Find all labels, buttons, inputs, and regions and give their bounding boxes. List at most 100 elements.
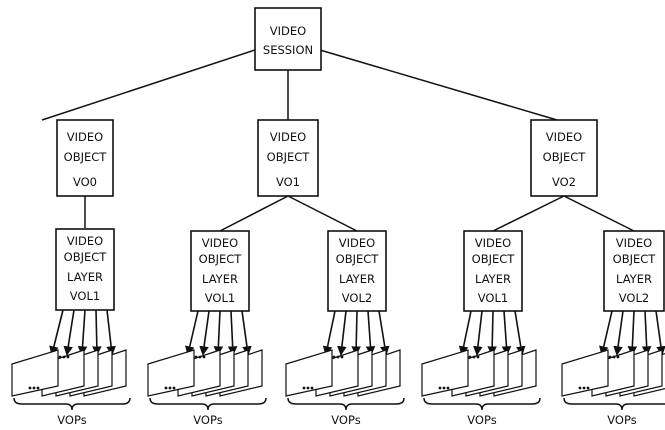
layer-node-vo2-vol1: VIDEO OBJECT LAYER VOL1 (464, 231, 522, 311)
object-node-vo1: VIDEO OBJECT VO1 (258, 120, 318, 196)
object-vo0-line-2: OBJECT (64, 150, 108, 164)
layer-3-line-1: VIDEO (475, 236, 511, 250)
vop-arrow (477, 311, 482, 354)
layer-2-line-2: OBJECT (336, 252, 380, 266)
vop-dot (447, 387, 450, 390)
vop-dot (63, 356, 66, 359)
vop-group: VOPs (286, 311, 404, 427)
vop-arrow (462, 311, 471, 354)
vop-group: VOPs (148, 311, 266, 427)
layer-2-line-1: VIDEO (339, 236, 375, 250)
object-node-vo2: VIDEO OBJECT VO2 (531, 120, 597, 196)
object-vo2-line-2: OBJECT (543, 150, 587, 164)
vop-group: VOPs (12, 310, 130, 427)
layer-1-line-4: VOL1 (205, 291, 235, 305)
layer-1-line-2: OBJECT (199, 252, 243, 266)
object-vo1-line-3: VO1 (276, 175, 300, 189)
edge-vo2-vol2 (564, 196, 634, 231)
layer-4-line-4: VOL2 (619, 291, 649, 305)
vop-arrow (492, 311, 493, 354)
layer-2-line-4: VOL2 (342, 291, 372, 305)
vop-arrow (632, 311, 634, 354)
vop-arrow (368, 311, 371, 354)
object-vo1-line-2: OBJECT (267, 150, 311, 164)
vop-dot (579, 387, 582, 390)
vop-dot (609, 356, 612, 359)
layer-0-line-1: VIDEO (67, 234, 103, 248)
vop-label: VOPs (607, 413, 636, 427)
object-vo0-line-3: VO0 (73, 175, 97, 189)
vop-arrow (231, 311, 233, 354)
edge-session-vo2 (320, 50, 557, 120)
vop-dot (37, 387, 40, 390)
edge-vo2-vol1 (493, 196, 564, 231)
edge-vo1-vol1 (220, 196, 288, 231)
vop-brace (150, 398, 266, 410)
vop-dot (67, 356, 70, 359)
layer-node-vo0-vol1: VIDEO OBJECT LAYER VOL1 (56, 229, 114, 310)
vop-dot (195, 356, 198, 359)
layer-node-vo1-vol1: VIDEO OBJECT LAYER VOL1 (191, 231, 249, 311)
vop-group: VOPs (422, 311, 540, 427)
edge-vo1-vol2 (288, 196, 357, 231)
vop-dot (477, 356, 480, 359)
vop-arrow (515, 311, 522, 354)
vop-arrow (645, 311, 647, 354)
vop-arrow (504, 311, 507, 354)
vop-brace (564, 398, 665, 410)
layer-0-line-4: VOL1 (70, 289, 100, 303)
vop-arrow (82, 310, 85, 354)
vop-arrow (188, 311, 198, 354)
vop-arrow (379, 311, 386, 354)
object-node-vo0: VIDEO OBJECT VO0 (57, 120, 113, 196)
vop-dot (303, 387, 306, 390)
vop-arrow (203, 311, 209, 354)
vop-arrow (341, 311, 346, 354)
vop-dot (337, 356, 340, 359)
layer-3-line-2: OBJECT (472, 252, 516, 266)
vop-dot (169, 387, 172, 390)
layer-node-vo2-vol2: VIDEO OBJECT LAYER VOL2 (604, 231, 664, 311)
vop-dot (583, 387, 586, 390)
vop-dot (29, 387, 32, 390)
object-vo2-line-3: VO2 (552, 175, 576, 189)
vop-arrow (96, 310, 97, 354)
vop-arrow (107, 310, 112, 354)
vop-arrow (67, 310, 74, 354)
session-label-line-2: SESSION (263, 43, 313, 57)
vop-arrow (602, 311, 612, 354)
edge-session-vo0 (42, 50, 255, 120)
vop-dot (333, 356, 336, 359)
vop-dot (617, 356, 620, 359)
vop-group: VOPs (562, 311, 665, 427)
layer-4-line-3: LAYER (616, 272, 652, 286)
vop-arrow (356, 311, 357, 354)
object-vo2-line-1: VIDEO (546, 130, 582, 144)
vop-dot (173, 387, 176, 390)
layer-4-line-1: VIDEO (616, 236, 652, 250)
vop-label: VOPs (467, 413, 496, 427)
vop-arrow (656, 311, 662, 354)
layer-4-line-2: OBJECT (613, 252, 657, 266)
vop-dot (439, 387, 442, 390)
session-label-line-1: VIDEO (270, 24, 306, 38)
vop-dot (33, 387, 36, 390)
layer-1-line-1: VIDEO (202, 236, 238, 250)
vop-label: VOPs (331, 413, 360, 427)
vop-brace (14, 398, 130, 410)
vop-arrow (52, 310, 63, 354)
object-vo0-line-1: VIDEO (67, 130, 103, 144)
vop-dot (469, 356, 472, 359)
vop-dot (59, 356, 62, 359)
vop-dot (473, 356, 476, 359)
vop-arrow (617, 311, 623, 354)
vop-dot (341, 356, 344, 359)
session-node: VIDEO SESSION (255, 8, 321, 70)
vop-arrow (326, 311, 335, 354)
layer-2-line-3: LAYER (339, 272, 375, 286)
layer-0-line-3: LAYER (67, 270, 103, 284)
vop-dot (165, 387, 168, 390)
vop-dot (311, 387, 314, 390)
